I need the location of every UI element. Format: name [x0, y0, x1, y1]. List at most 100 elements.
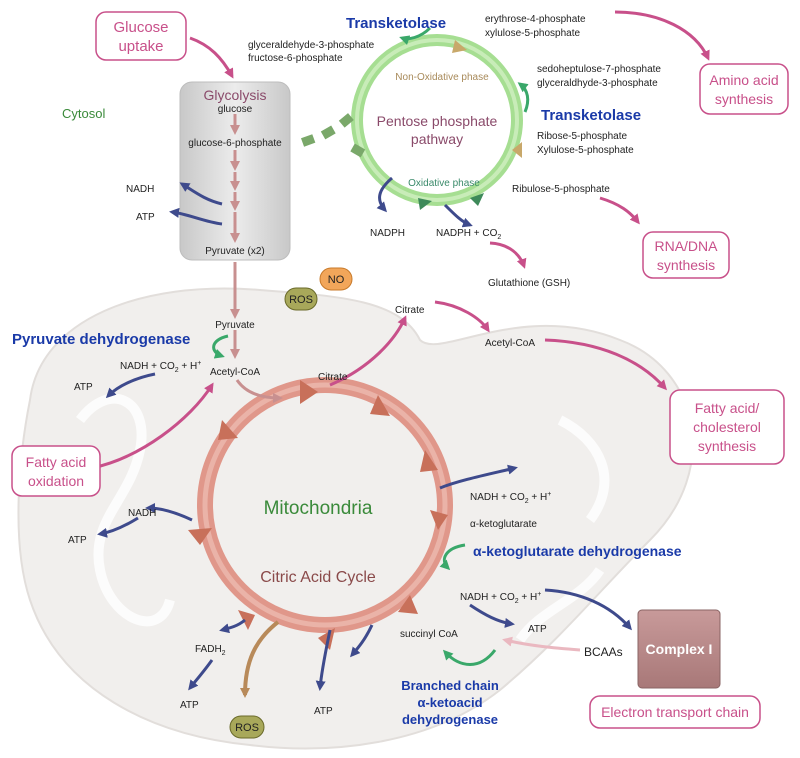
ppp-dash-2 [320, 125, 336, 140]
tca-nadh-right-arrow [439, 464, 518, 490]
ppp-arrowhead-4 [418, 198, 432, 210]
pdh-atp: ATP [74, 382, 93, 393]
ppp-right2-line-2: Xylulose-5-phosphate [537, 145, 634, 156]
ppp-ru5p: Ribulose-5-phosphate [512, 184, 610, 195]
glycolysis-atp-arrow [169, 207, 223, 226]
ppp-arrowhead-2 [512, 142, 522, 158]
tca-ring-inner [202, 382, 448, 628]
ppp-right1-line-2: glyceraldhyde-3-phosphate [537, 78, 658, 89]
tca-nadh-lower: NADH + CO2 + H+ [460, 591, 541, 605]
no-badge [319, 267, 353, 291]
mitochondria-label: Mitochondria [264, 498, 373, 519]
glycolysis-glucose: glucose [218, 104, 253, 115]
glycolysis-nadh: NADH [126, 184, 154, 195]
ppp-top-left-line-2: fructose-6-phosphate [248, 53, 343, 64]
tca-atp-right: ATP [528, 624, 547, 635]
pdh-atp-arrow [105, 372, 156, 399]
amino-acid-line-2: synthesis [715, 91, 773, 107]
tca-arrowhead-9 [218, 420, 238, 440]
akgdh-label: α-ketoglutarate dehydrogenase [473, 543, 682, 559]
tca-atp-left-arrow [97, 516, 139, 538]
ppp-non-ox: Non-Oxidative phase [395, 72, 489, 83]
acetyl-to-fatty-arrow [544, 338, 667, 391]
glycolysis-title: Glycolysis [203, 87, 266, 103]
tca-atp-left: ATP [68, 535, 87, 546]
tca-nadh-right: NADH + CO2 + H+ [470, 491, 551, 505]
ppp-dash-4 [350, 143, 366, 158]
rna-dna-line-2: synthesis [657, 257, 715, 273]
pdh-label: Pyruvate dehydrogenase [12, 331, 190, 348]
ppp-arrowhead-1 [452, 40, 467, 53]
ppp-dash-3 [338, 113, 354, 128]
tca-arrowhead-7 [238, 610, 255, 630]
tca-atp-bottom-arrow [315, 629, 332, 691]
rna-dna-line-1: RNA/DNA [654, 238, 718, 254]
rna-dna-arrow [599, 196, 640, 225]
acetyl-into-cycle-arrow [235, 379, 283, 403]
citrate-out: Citrate [395, 305, 425, 316]
mito-acetyl-coa: Acetyl-CoA [210, 367, 260, 378]
tca-arrowhead-4 [430, 510, 448, 530]
tca-arrowhead-8 [188, 528, 212, 545]
ros-badge-bottom [229, 715, 265, 739]
bckdh-line-3: dehydrogenase [402, 712, 498, 727]
amino-acid-arrow [614, 10, 710, 61]
glycolysis-nadh-arrow [179, 182, 223, 206]
rna-dna-box [642, 231, 730, 279]
citrate-export-arrow [329, 315, 407, 387]
bckdh-green-arrow [442, 649, 497, 666]
tca-arrowhead-3 [420, 450, 438, 472]
ppp-ox: Oxidative phase [408, 178, 480, 189]
pdh-nadh: NADH + CO2 + H+ [120, 360, 201, 374]
transketolase-top: Transketolase [346, 15, 446, 32]
ppp-top-left-line-1: glyceraldehyde-3-phosphate [248, 40, 375, 51]
bcaas-label: BCAAs [584, 645, 623, 659]
gsh-arrow [489, 241, 527, 269]
complex1-arrow [544, 588, 632, 631]
complex1-label: Complex I [646, 641, 713, 657]
mito-citrate: Citrate [318, 372, 348, 383]
tca-arrowhead-5 [398, 595, 418, 614]
tca-nadh-left-arrow [145, 503, 193, 522]
glycolysis-pyruvate: Pyruvate (x2) [205, 246, 264, 257]
glycolysis-g6p: glucose-6-phosphate [188, 138, 282, 149]
ppp-ring-inner [355, 38, 519, 202]
ppp-top-right-line-1: erythrose-4-phosphate [485, 14, 586, 25]
amino-acid-box [699, 63, 789, 115]
amino-acid-line-1: Amino acid [709, 72, 778, 88]
fatty-ox-line-1: Fatty acid [26, 454, 87, 470]
tca-atp-bottom-left-arrow [188, 659, 214, 691]
acetyl-coa-out: Acetyl-CoA [485, 338, 535, 349]
tca-atp-right-arrow [469, 603, 515, 628]
akg-label: α-ketoglutarate [470, 519, 537, 530]
etc-box [589, 695, 761, 729]
fatty-chol-line-1: Fatty acid/ [695, 400, 760, 416]
fatty-chol-box [669, 389, 785, 465]
glucose-uptake-line-1: Glucose [113, 19, 168, 36]
ros-text-top: ROS [289, 294, 313, 306]
ppp-top-right-line-2: xylulose-5-phosphate [485, 28, 580, 39]
glycolysis-box [179, 81, 291, 261]
mitochondrion-cristae [76, 393, 610, 643]
tca-ros-arrow [240, 620, 280, 698]
bckdh-line-1: Branched chain [401, 678, 499, 693]
transketolase-right: Transketolase [541, 107, 641, 124]
ppp-title-line-2: pathway [411, 131, 463, 147]
ppp-nadph-right-arrow [443, 203, 473, 228]
glucose-uptake-box [95, 11, 187, 61]
ppp-right2-line-1: Ribose-5-phosphate [537, 131, 627, 142]
fadh-label: FADH2 [195, 644, 226, 657]
ppp-nadph-left-arrow [376, 176, 393, 213]
mito-pyruvate: Pyruvate [215, 320, 255, 331]
transketolase-top-arrow [399, 26, 432, 45]
tca-arrowhead-1 [300, 380, 318, 404]
fatty-ox-box [11, 445, 101, 497]
tca-fadh-arrow [219, 618, 246, 634]
glucose-uptake-arrow [189, 36, 234, 79]
no-text: NO [328, 274, 345, 286]
tca-bottom-mid-arrow [350, 624, 374, 658]
ros-text-bottom: ROS [235, 722, 259, 734]
tca-atp-bottom-left: ATP [180, 700, 199, 711]
fatty-chol-line-2: cholesterol [693, 419, 761, 435]
